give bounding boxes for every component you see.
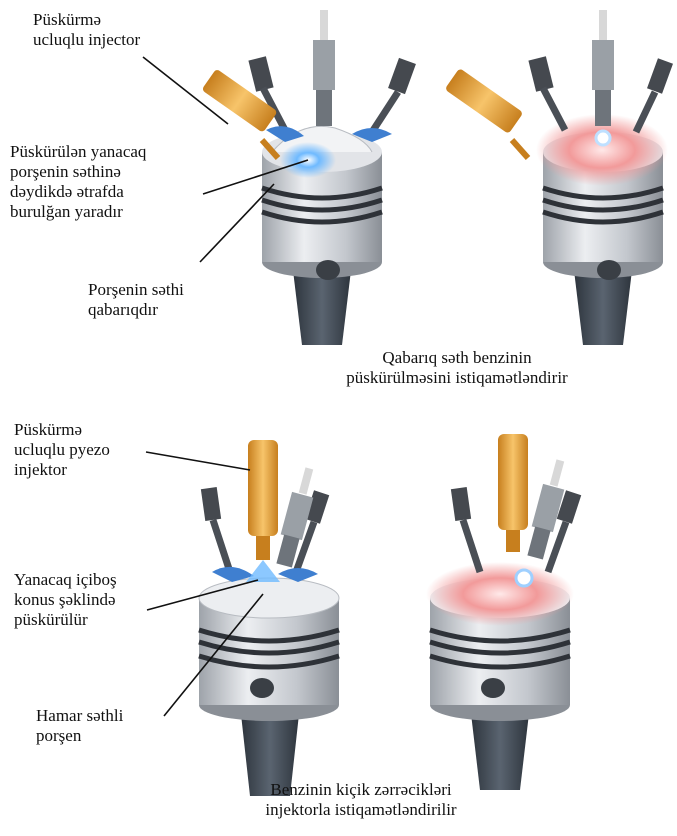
valve (528, 56, 565, 130)
valve (201, 487, 254, 582)
valve (636, 58, 673, 132)
caption-bottom: Benzinin kiçik zərrəcikləri injektorla i… (216, 780, 506, 820)
engine-bottom-left (199, 440, 339, 796)
pin-hole (250, 678, 274, 698)
pin-hole (316, 260, 340, 280)
engine-top-right (445, 10, 673, 345)
piezo-injector (248, 440, 278, 560)
piezo-injector (498, 434, 528, 552)
engine-bottom-right (426, 434, 581, 790)
label-hollow-cone: Yanacaq içiboş konus şəklində püskürülür (14, 570, 117, 630)
injector (445, 68, 528, 158)
label-smooth-piston: Hamar səthli porşen (36, 706, 123, 746)
caption-top: Qabarıq səth benzinin püskürülməsini ist… (322, 348, 592, 388)
pin-hole (597, 260, 621, 280)
valve (352, 58, 416, 142)
spark-plug (592, 10, 614, 126)
label-piezo-injector: Püskürmə ucluqlu pyezo injektor (14, 420, 110, 480)
valve (451, 487, 480, 572)
pin-hole (481, 678, 505, 698)
label-convex-surface: Porşenin səthi qabarıqdır (88, 280, 184, 320)
label-fuel-swirl: Püskürülən yanacaq porşenin səthinə dəyd… (10, 142, 146, 222)
spark (596, 131, 610, 145)
engine-top-left (201, 10, 416, 345)
label-spray-injector: Püskürmə ucluqlu injector (33, 10, 140, 50)
flat-crown (199, 578, 339, 618)
spark-plug (276, 467, 313, 567)
spark (516, 570, 532, 586)
hollow-cone-spray (246, 560, 280, 582)
spark-plug (313, 10, 335, 126)
piston (199, 578, 339, 721)
leader-line (146, 452, 250, 470)
